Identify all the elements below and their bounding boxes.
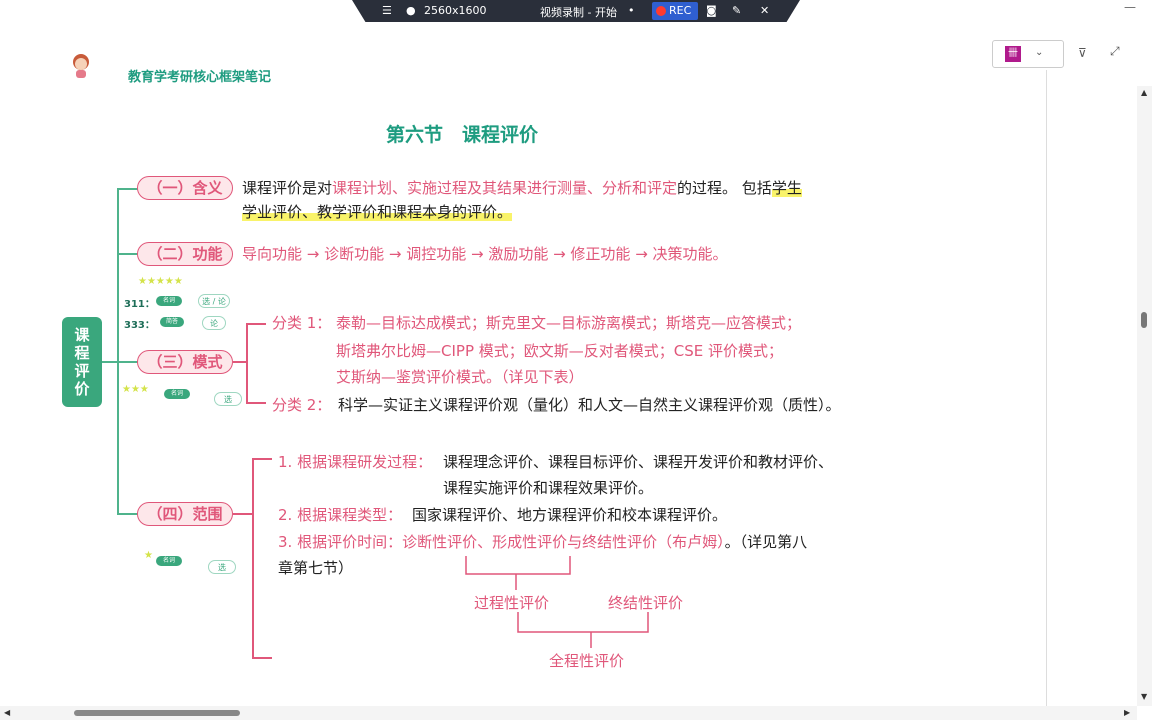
bracket-line (246, 402, 266, 404)
microphone-icon[interactable]: ● (406, 4, 416, 17)
bracket-line (252, 458, 272, 460)
section-title: 第六节 课程评价 (386, 124, 539, 146)
whole-eval-label: 全程性评价 (549, 652, 625, 670)
tag-choice: 选 (214, 392, 242, 406)
root-char: 评 (74, 362, 90, 380)
tag-choice-essay: 选 / 论 (198, 294, 230, 308)
def-part: 课程评价是对 (242, 179, 333, 197)
scroll-up-icon[interactable]: ▲ (1141, 88, 1148, 97)
app-switch-button[interactable]: 卌 ⌄ (992, 40, 1064, 68)
chevron-down-icon: ⌄ (1035, 47, 1044, 58)
menu-icon[interactable]: ☰ (382, 4, 392, 17)
scope-item1-line: 课程实施评价和课程效果评价。 (443, 479, 654, 497)
tag-choice: 选 (208, 560, 236, 574)
def-part: 的过程。 包括 (677, 179, 772, 197)
definition-text: 课程评价是对课程计划、实施过程及其结果进行测量、分析和评定的过程。 包括学生 学… (242, 176, 892, 224)
scope-item3-prefix: 3. 根据评价时间： (278, 533, 403, 551)
model-class2-prefix: 分类 2： (272, 396, 332, 414)
avatar (68, 52, 94, 80)
function-text: 导向功能 → 诊断功能 → 调控功能 → 激励功能 → 修正功能 → 决策功能。 (242, 245, 728, 263)
camera-icon[interactable]: ◙ (706, 4, 717, 17)
def-part: 课程计划、实施过程及其结果进行测量、分析和评定 (332, 179, 678, 197)
tree-line (117, 188, 119, 514)
root-char: 课 (74, 326, 90, 344)
recording-toolbar: ☰ ● 2560x1600 视频录制 - 开始 • REC ◙ ✎ ✕ (352, 0, 800, 22)
model-class1-prefix: 分类 1： (272, 314, 332, 332)
page-edge (1046, 70, 1047, 710)
scroll-left-icon[interactable]: ◀ (4, 708, 11, 717)
app-logo-icon: 卌 (1005, 46, 1021, 62)
vertical-scrollbar[interactable]: ▲ ▼ (1137, 86, 1152, 706)
bracket-line (252, 458, 254, 658)
node-model: （三）模式 (137, 350, 233, 374)
filter-icon[interactable]: ⊽ (1078, 46, 1087, 60)
final-eval-label: 终结性评价 (608, 594, 684, 612)
tree-line (102, 361, 118, 363)
dot-icon: • (628, 4, 635, 17)
scope-item1-prefix: 1. 根据课程研发过程： (278, 453, 433, 471)
star-rating: ★★★★★ (138, 276, 183, 287)
tag-noun: 名词 (156, 296, 182, 306)
header-title: 教育学考研核心框架笔记 (128, 70, 272, 85)
horizontal-scrollbar[interactable]: ◀ ▶ (0, 706, 1137, 720)
tree-line (117, 253, 139, 255)
expand-icon[interactable]: ⤢ (1110, 44, 1120, 58)
node-scope: （四）范围 (137, 502, 233, 526)
exam-311-label: 311： (124, 299, 155, 310)
def-part: 学业评价、教学评价和课程本身的评价。 (242, 203, 513, 221)
scroll-down-icon[interactable]: ▼ (1141, 692, 1148, 701)
tag-essay: 论 (202, 316, 226, 330)
bracket-line (246, 323, 248, 403)
tree-line (117, 188, 139, 190)
h-scroll-thumb[interactable] (74, 710, 240, 716)
record-dot-icon (656, 6, 666, 16)
resolution-label: 2560x1600 (424, 4, 487, 17)
scope-item3-tail: 。（详见第八 (724, 533, 808, 551)
scope-item3-pink: 诊断性评价、形成性评价与终结性评价（布卢姆） (402, 533, 725, 551)
node-function: （二）功能 (137, 242, 233, 266)
bracket-line (252, 657, 272, 659)
scope-item3: 3. 根据评价时间：诊断性评价、形成性评价与终结性评价（布卢姆）。（详见第八 (278, 530, 888, 554)
scroll-thumb[interactable] (1141, 312, 1147, 328)
process-eval-label: 过程性评价 (474, 594, 550, 612)
def-part: 学生 (771, 179, 802, 197)
bracket-line (233, 361, 246, 363)
model-class1-line: 艾斯纳—鉴赏评价模式。（详见下表） (336, 365, 584, 389)
root-node: 课 程 评 价 (62, 317, 102, 407)
bracket-line (246, 323, 266, 325)
mode-label: 视频录制 - 开始 (540, 6, 617, 19)
star-rating: ★★★ (122, 384, 149, 395)
scope-item2-prefix: 2. 根据课程类型： (278, 506, 403, 524)
model-class1-line: 斯塔弗尔比姆—CIPP 模式；欧文斯—反对者模式；CSE 评价模式； (336, 342, 783, 360)
rec-button[interactable]: REC (652, 2, 698, 20)
model-class1-text: 艾斯纳—鉴赏评价模式。（详见下表） (336, 368, 584, 386)
tree-line (117, 361, 139, 363)
scope-item3-line2: 章第七节） (278, 559, 354, 577)
star-rating: ★ (144, 550, 153, 561)
root-char: 程 (74, 344, 90, 362)
scope-item2-text: 国家课程评价、地方课程评价和校本课程评价。 (412, 506, 728, 524)
scope-item1-line: 课程理念评价、课程目标评价、课程开发评价和教材评价、 (443, 453, 834, 471)
exam-333-label: 333： (124, 320, 155, 331)
root-char: 价 (74, 380, 90, 398)
minimize-icon[interactable]: — (1124, 0, 1136, 14)
rec-label: REC (669, 4, 692, 17)
tag-noun: 名词 (164, 389, 190, 399)
pen-icon[interactable]: ✎ (732, 4, 742, 17)
model-class2-text: 科学—实证主义课程评价观（量化）和人文—自然主义课程评价观（质性）。 (338, 396, 841, 414)
tag-noun: 名词 (156, 556, 182, 566)
model-class1-line: 泰勒—目标达成模式；斯克里文—目标游离模式；斯塔克—应答模式； (336, 314, 802, 332)
node-definition: （一）含义 (137, 176, 233, 200)
evaluation-bracket-diagram (465, 556, 649, 648)
scroll-right-icon[interactable]: ▶ (1124, 708, 1131, 717)
tree-line (117, 513, 139, 515)
tag-short: 简答 (160, 317, 184, 327)
close-icon[interactable]: ✕ (760, 4, 770, 17)
bracket-line (233, 513, 252, 515)
